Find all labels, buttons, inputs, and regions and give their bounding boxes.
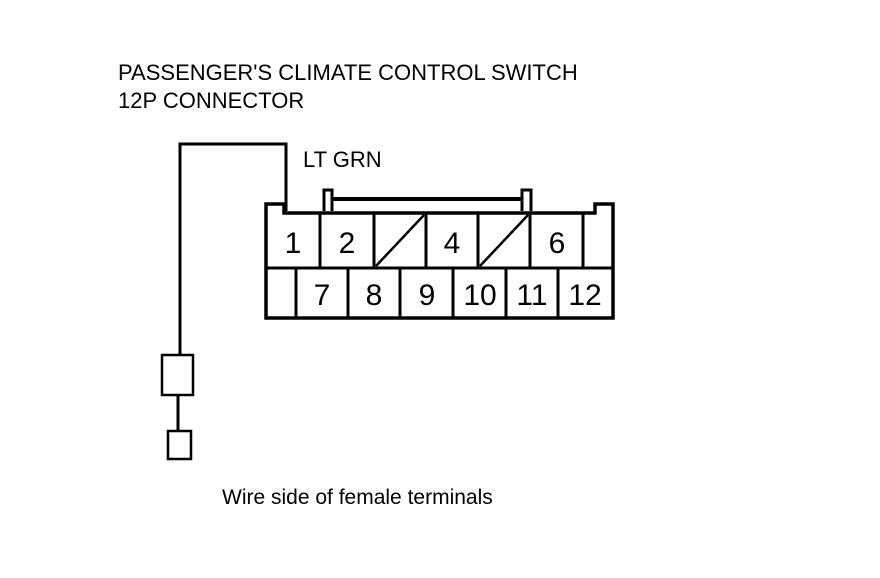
pin-label-6: 6	[549, 227, 566, 260]
wire-lt-grn-path	[178, 142, 288, 356]
pin-label-2: 2	[339, 227, 356, 260]
terminal-block-small	[166, 429, 193, 461]
pin-label-9: 9	[419, 279, 436, 312]
blank-pin-diagonal-5	[479, 214, 529, 267]
title-line-1: PASSENGER'S CLIMATE CONTROL SWITCH	[118, 60, 578, 85]
pin-label-4: 4	[444, 227, 461, 260]
caption-wire-side: Wire side of female terminals	[222, 486, 493, 509]
pin-label-1: 1	[285, 227, 302, 260]
pin-label-12: 12	[568, 279, 601, 312]
pin-label-7: 7	[314, 279, 331, 312]
latch-post-right	[520, 188, 533, 211]
latch-post-left	[322, 188, 334, 211]
blank-pin-diagonal-3	[375, 214, 425, 267]
pin-label-11: 11	[516, 279, 547, 312]
title-line-2: 12P CONNECTOR	[118, 88, 304, 113]
connector-outer-shell	[264, 202, 615, 320]
pin-label-10: 10	[463, 279, 496, 312]
terminal-block-large	[160, 353, 195, 397]
wire-label-lt-grn: LT GRN	[303, 147, 382, 172]
pin-label-8: 8	[366, 279, 383, 312]
